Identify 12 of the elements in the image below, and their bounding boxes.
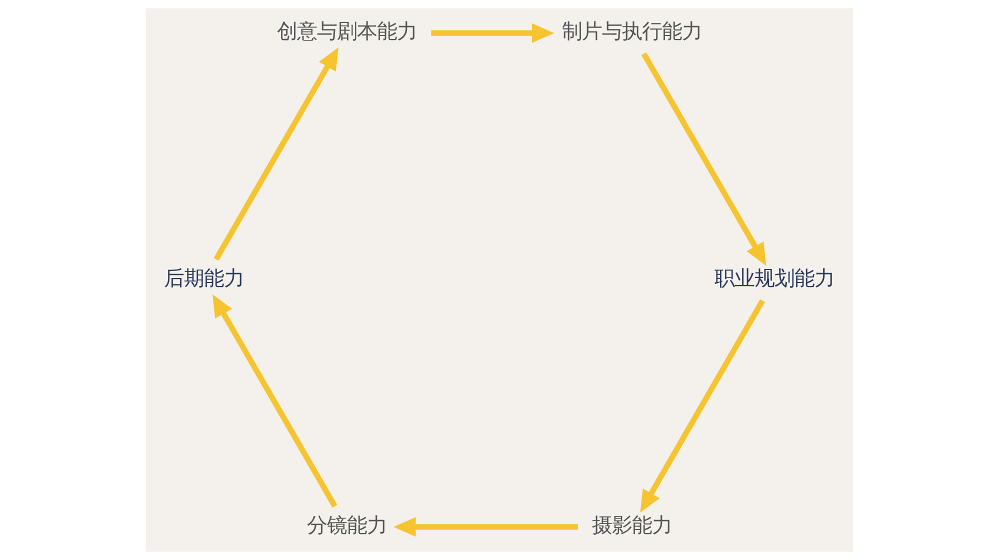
node-text: 制片与执行能力: [561, 19, 702, 44]
arrow: [392, 517, 578, 537]
node-text: 职业规划能力: [714, 266, 834, 290]
node-text: 分镜能力: [306, 512, 386, 537]
arrow: [212, 294, 337, 508]
arrow: [213, 47, 338, 261]
arrow: [640, 52, 766, 266]
arrow: [430, 23, 554, 43]
arrow: [640, 299, 764, 513]
node-text: 后期能力: [164, 266, 244, 290]
node-text: 创意与剧本能力: [276, 19, 416, 44]
node-text: 摄影能力: [591, 512, 672, 537]
